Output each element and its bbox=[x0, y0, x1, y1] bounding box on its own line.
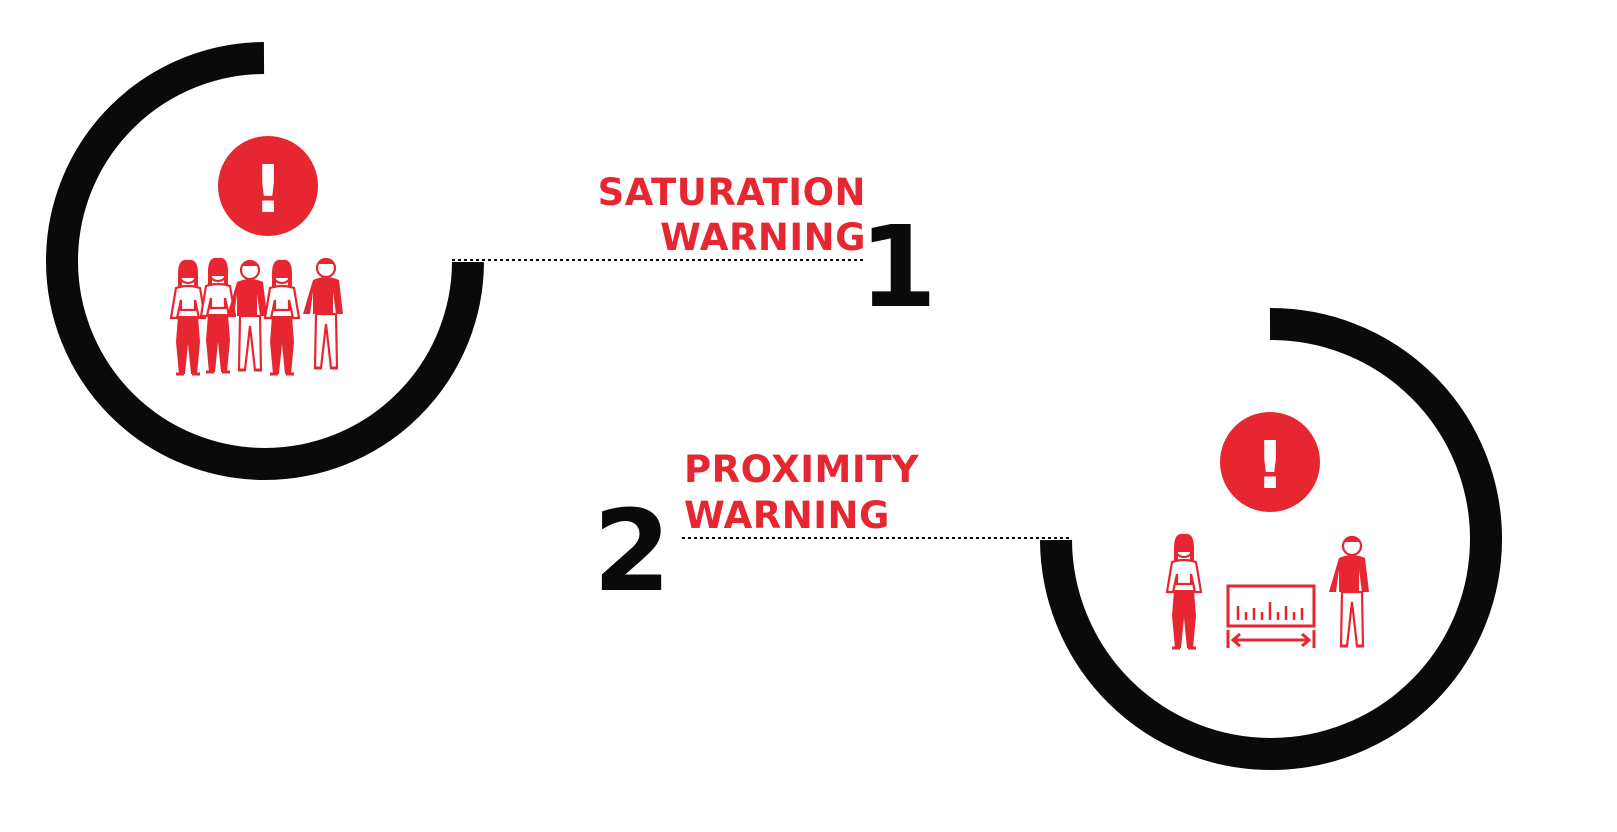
step-number-1: 1 bbox=[859, 203, 937, 333]
person-left-icon bbox=[1165, 532, 1203, 650]
crowd-icon bbox=[169, 256, 345, 376]
proximity-warning-group: ! bbox=[593, 307, 1502, 770]
proximity-label-line1: PROXIMITY bbox=[684, 448, 920, 491]
distance-ruler-icon bbox=[1226, 584, 1316, 648]
saturation-label-line2: WARNING bbox=[660, 216, 866, 259]
proximity-label-line2: WARNING bbox=[684, 494, 890, 537]
saturation-alert-icon: ! bbox=[218, 136, 318, 236]
saturation-warning-group: ! SATURATION WARNING 1 bbox=[46, 42, 937, 480]
person-right-icon bbox=[1327, 534, 1371, 648]
proximity-alert-glyph: ! bbox=[1255, 427, 1285, 504]
saturation-alert-glyph: ! bbox=[253, 151, 283, 228]
saturation-ring bbox=[46, 42, 484, 480]
proximity-ring bbox=[1040, 307, 1502, 770]
proximity-alert-icon: ! bbox=[1220, 412, 1320, 512]
saturation-label-line1: SATURATION bbox=[598, 171, 866, 214]
step-number-2: 2 bbox=[593, 487, 671, 617]
